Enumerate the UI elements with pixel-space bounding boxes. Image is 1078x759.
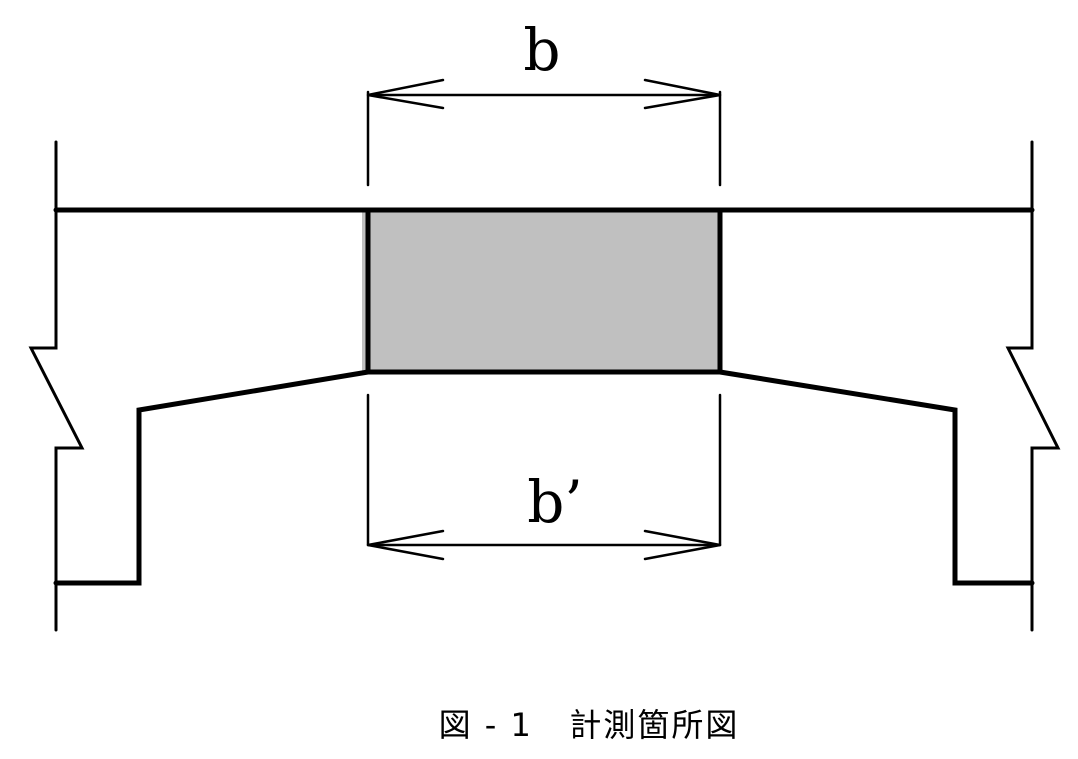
figure-caption: 図 - 1 計測箇所図 [0,700,1078,746]
measured-section-outline [365,207,723,375]
label-b: b [523,16,560,84]
measured-section-shaded [362,210,720,372]
arrow-left-icon [367,529,445,561]
label-b-prime: b’ [527,468,583,536]
arrow-right-icon [643,78,721,110]
figure-title: 計測箇所図 [569,706,740,744]
left-break-line [28,140,85,632]
arrow-right-icon [643,529,721,561]
left-girder-outline [53,369,371,586]
arrow-left-icon [367,78,445,110]
figure-number: 図 - 1 [438,706,533,744]
right-girder-outline [717,369,1035,586]
right-break-line [1005,140,1061,632]
